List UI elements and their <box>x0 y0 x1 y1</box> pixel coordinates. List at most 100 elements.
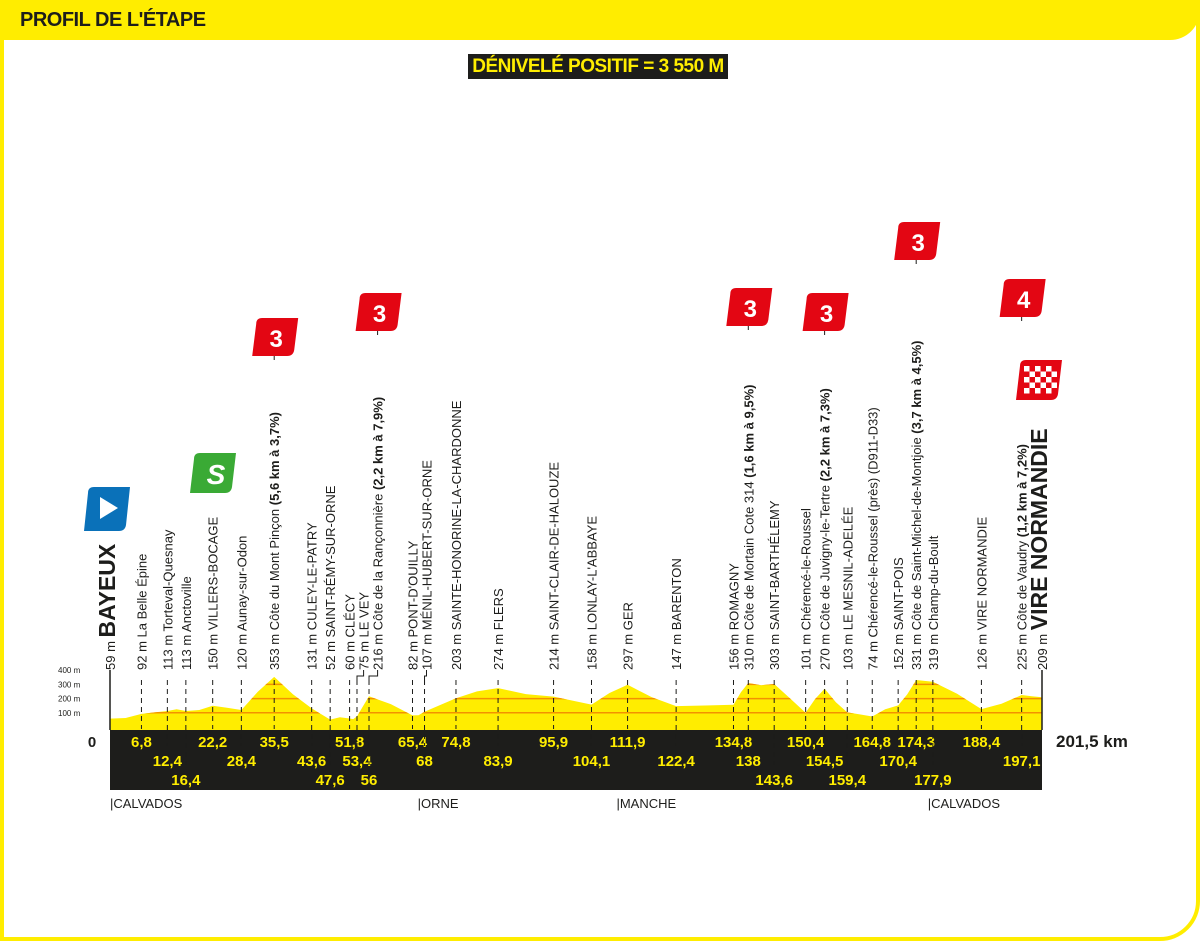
checker-square <box>1046 377 1052 383</box>
department-label: |MANCHE <box>616 796 676 811</box>
waypoint-altitude: 126 m <box>974 630 989 670</box>
waypoint-label: 297 m GER <box>621 602 636 670</box>
waypoint-name: Côte de Saint-Michel-de-Montjoie <box>909 437 924 630</box>
waypoint-name: Côte de Mortain Cote 314 <box>741 481 756 630</box>
waypoint-altitude: 270 m <box>818 630 833 670</box>
elevation-profile-area <box>110 676 1042 730</box>
waypoint-name: Chérencé-le-Roussel <box>799 508 814 630</box>
waypoint-altitude: 147 m <box>669 630 684 670</box>
waypoint-name: Côte de la Rançonnière <box>371 494 386 631</box>
sprint-icon: S <box>190 453 236 493</box>
waypoint-label: 319 m Champ-du-Boult <box>926 535 941 670</box>
waypoint-label: 310 m Côte de Mortain Cote 314 (1,6 km à… <box>741 385 756 670</box>
waypoint-altitude: 353 m <box>267 630 282 670</box>
waypoint-name: MÉNIL-HUBERT-SUR-ORNE <box>419 460 434 631</box>
waypoint-label: 203 m SAINTE-HONORINE-LA-CHARDONNE <box>449 400 464 670</box>
climb-category-number: 3 <box>270 326 283 353</box>
waypoint-name: CLÉCY <box>343 594 358 638</box>
waypoint-label: 331 m Côte de Saint-Michel-de-Montjoie (… <box>909 340 924 670</box>
waypoint-name: SAINTE-HONORINE-LA-CHARDONNE <box>449 400 464 630</box>
checker-square <box>1029 371 1035 377</box>
checker-square <box>1040 371 1046 377</box>
waypoint-altitude: 113 m <box>179 632 194 670</box>
waypoint-distance-label: 122,4 <box>657 753 695 770</box>
waypoint-altitude: 297 m <box>621 630 636 670</box>
waypoint-altitude: 310 m <box>741 630 756 670</box>
waypoint-name: Aunay-sur-Odon <box>234 536 249 631</box>
waypoint-name: Torteval-Quesnay <box>160 529 175 631</box>
climb-category-number: 3 <box>912 230 925 257</box>
distance-band <box>110 730 1042 790</box>
waypoint-distance-label: 174,3 <box>897 734 935 751</box>
waypoint-altitude: 52 m <box>323 637 338 670</box>
checker-square <box>1024 377 1030 383</box>
waypoint-altitude: 74 m <box>865 637 880 670</box>
waypoint-name: BARENTON <box>669 558 684 630</box>
waypoint-altitude: 75 m <box>357 637 372 670</box>
waypoint-altitude: 156 m <box>726 630 741 670</box>
waypoint-distance-label: 12,4 <box>153 753 183 770</box>
department-label: |CALVADOS <box>928 796 1001 811</box>
checker-square <box>1046 366 1052 372</box>
header-bar: PROFIL DE L'ÉTAPE <box>0 0 1200 40</box>
waypoint-altitude: 101 m <box>799 630 814 670</box>
waypoint-name: SAINT-BARTHÉLEMY <box>767 500 782 630</box>
y-tick-label: 300 m <box>58 680 81 689</box>
climb-shape <box>802 293 849 331</box>
waypoint-distance-label: 111,9 <box>610 734 646 751</box>
waypoint-distance-label: 197,1 <box>1003 753 1041 770</box>
waypoint-distance-label: 35,5 <box>260 734 289 751</box>
waypoint-name: CULEY-LE-PATRY <box>305 522 320 630</box>
waypoint-distance-label: 65,4 <box>398 734 428 751</box>
waypoint-altitude: 216 m <box>371 630 386 670</box>
marker-offset-line <box>368 670 379 684</box>
checker-square <box>1029 382 1035 388</box>
waypoint-distance-label: 51,8 <box>335 734 364 751</box>
waypoint-label: 274 m FLERS <box>491 588 506 670</box>
waypoint-label: 209 m VIRE NORMANDIE <box>1026 428 1052 670</box>
checker-square <box>1024 388 1030 394</box>
waypoint-name: FLERS <box>491 588 506 630</box>
waypoint-label: 60 m CLÉCY <box>343 594 358 670</box>
waypoint-name: Côte de Juvigny-le-Tertre <box>818 485 833 630</box>
waypoint-altitude: 158 m <box>584 630 599 670</box>
waypoint-name: VIRE NORMANDIE <box>1026 428 1052 630</box>
department-label: |CALVADOS <box>110 796 183 811</box>
climb-category-icon: 3 <box>802 293 849 335</box>
waypoint-name: SAINT-POIS <box>891 557 906 630</box>
waypoint-label: 150 m VILLERS-BOCAGE <box>206 516 221 670</box>
waypoint-distance-label: 150,4 <box>787 734 825 751</box>
waypoint-distance-label: 56 <box>361 772 378 789</box>
waypoint-label: 270 m Côte de Juvigny-le-Tertre (2,2 km … <box>818 388 833 670</box>
waypoint-altitude: 209 m <box>1035 630 1050 670</box>
waypoint-altitude: 225 m <box>1015 630 1030 670</box>
checker-square <box>1035 388 1041 394</box>
waypoint-name: VIRE NORMANDIE <box>974 517 989 631</box>
waypoint-label: 216 m Côte de la Rançonnière (2,2 km à 7… <box>371 397 386 670</box>
waypoint-label: 82 m PONT-D'OUILLY <box>405 540 420 670</box>
climb-category-icon: 3 <box>726 288 773 330</box>
climb-category-icon: 3 <box>355 293 402 335</box>
climb-detail: (3,7 km à 4,5%) <box>909 340 924 437</box>
climb-shape <box>999 279 1046 317</box>
waypoint-altitude: 203 m <box>449 630 464 670</box>
climb-category-icon: 4 <box>999 279 1046 321</box>
sprint-letter: S <box>207 459 226 490</box>
waypoint-distance-label: 74,8 <box>441 734 470 751</box>
waypoint-distance-label: 47,6 <box>316 772 345 789</box>
climb-category-number: 3 <box>373 301 386 328</box>
waypoint-label: 113 m Torteval-Quesnay <box>160 529 175 670</box>
climb-category-number: 4 <box>1017 287 1031 314</box>
waypoint-label: 52 m SAINT-RÉMY-SUR-ORNE <box>323 485 338 670</box>
waypoint-label: 147 m BARENTON <box>669 558 684 670</box>
waypoint-distance-label: 43,6 <box>297 753 326 770</box>
climb-shape <box>894 222 941 260</box>
waypoint-altitude: 303 m <box>767 630 782 670</box>
waypoint-distance-label: 159,4 <box>829 772 867 789</box>
start-distance-label: 0 <box>88 734 96 751</box>
waypoint-distance-label: 170,4 <box>879 753 917 770</box>
waypoint-label: 214 m SAINT-CLAIR-DE-HALOUZE <box>547 462 562 670</box>
waypoint-distance-label: 95,9 <box>539 734 568 751</box>
waypoint-altitude: 82 m <box>405 637 420 670</box>
page-title: PROFIL DE L'ÉTAPE <box>20 9 206 31</box>
